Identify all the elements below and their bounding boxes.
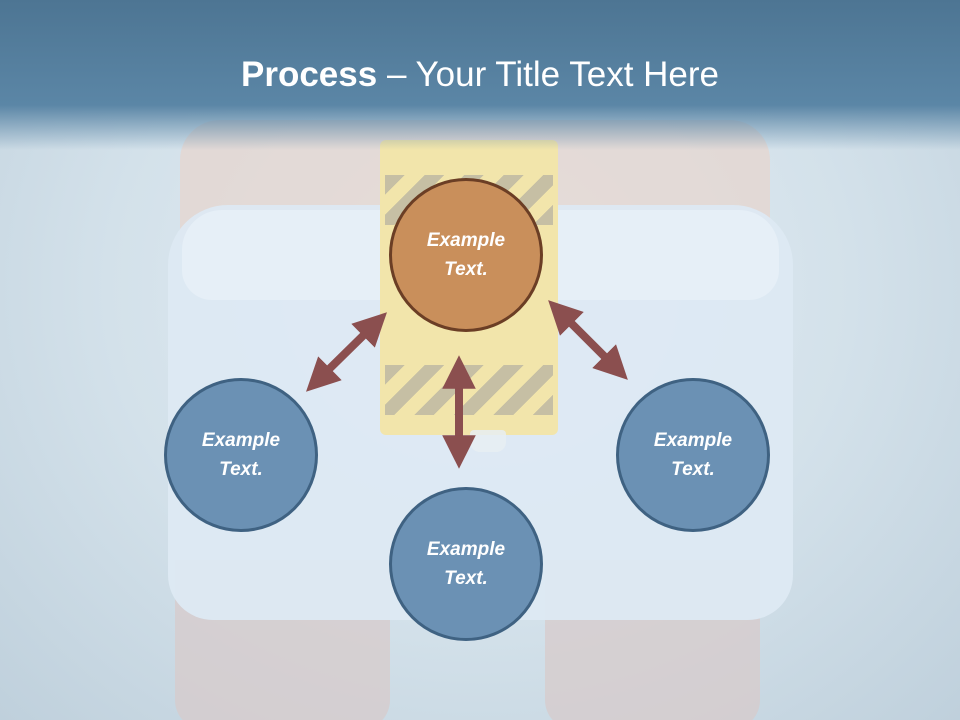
title-bar [0, 0, 960, 150]
arrow-top-left [306, 312, 387, 392]
node-bottom: Example Text. [389, 487, 543, 641]
title-bold: Process [241, 55, 378, 94]
node-bottom-label: Example Text. [426, 539, 506, 589]
node-left: Example Text. [164, 378, 318, 532]
arrow-top-right [548, 300, 628, 380]
slide-title: Process – Your Title Text Here [0, 54, 960, 96]
node-top-label: Example Text. [426, 230, 506, 280]
node-right-label: Example Text. [653, 430, 733, 480]
node-top: Example Text. [389, 178, 543, 332]
title-rest: – Your Title Text Here [377, 55, 719, 94]
node-left-label: Example Text. [201, 430, 281, 480]
node-right: Example Text. [616, 378, 770, 532]
background-sign-tab [470, 430, 506, 452]
